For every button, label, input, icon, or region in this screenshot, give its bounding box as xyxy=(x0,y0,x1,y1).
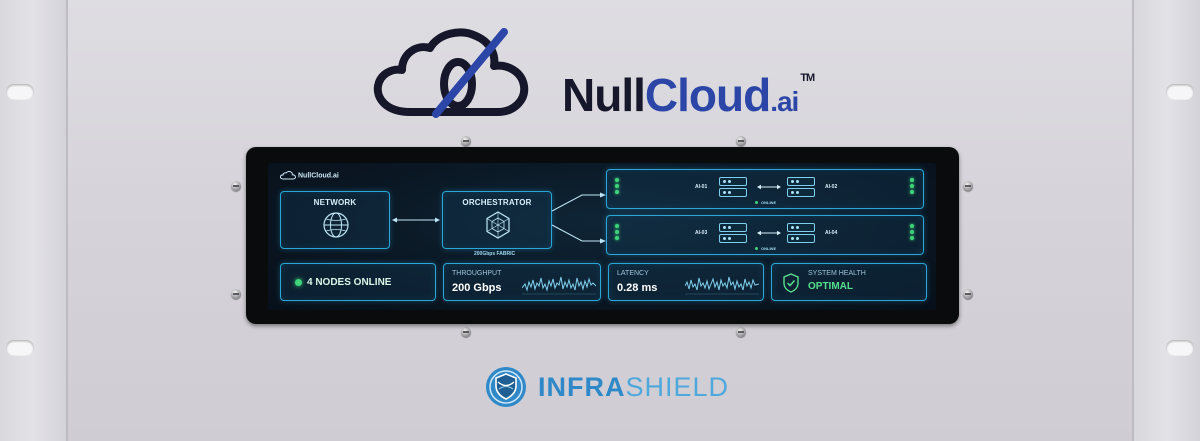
rack-panel-2[interactable]: AI-03 AI-04 ONLINE xyxy=(606,215,924,255)
globe-icon xyxy=(323,212,349,238)
rack-panel-1[interactable]: AI-01 AI-02 ONLINE xyxy=(606,169,924,209)
node-label: AI-02 xyxy=(825,184,838,190)
screw xyxy=(461,327,471,337)
network-panel[interactable]: NETWORK xyxy=(280,191,390,249)
shield-check-icon xyxy=(783,273,799,293)
node-label: AI-04 xyxy=(825,230,838,236)
screw xyxy=(963,181,973,191)
latency-value: 0.28 ms xyxy=(617,282,658,294)
infrashield-part1: INFRA xyxy=(538,372,626,402)
screw xyxy=(963,289,973,299)
latency-sparkline xyxy=(685,276,759,295)
server-icon xyxy=(787,177,815,186)
node-label: AI-03 xyxy=(695,230,708,236)
latency-title: LATENCY xyxy=(617,270,649,277)
server-icon xyxy=(719,177,747,186)
server-icon xyxy=(719,234,747,243)
brand-name-blue: Cloud xyxy=(644,69,771,121)
screw xyxy=(231,289,241,299)
rack-ear-right xyxy=(1132,0,1200,441)
server-icon xyxy=(787,188,815,197)
infrashield-emblem-icon xyxy=(486,367,526,407)
status-leds xyxy=(615,224,619,242)
trademark: TM xyxy=(800,72,815,84)
cloud-null-icon xyxy=(373,28,529,118)
link-arrow-icon xyxy=(392,217,440,223)
brand-name-dark: Null xyxy=(562,69,646,121)
mini-logo-text: NullCloud.ai xyxy=(298,172,339,180)
hexagon-network-icon xyxy=(486,211,510,239)
infrashield-wordmark: INFRASHIELD xyxy=(538,372,729,403)
orchestrator-title: ORCHESTRATOR xyxy=(462,198,532,207)
nodes-online-panel[interactable]: 4 NODES ONLINE xyxy=(280,263,436,301)
brand-suffix: .ai xyxy=(770,86,799,117)
orchestrator-panel[interactable]: ORCHESTRATOR xyxy=(442,191,552,249)
nullcloud-logo: NullCloud.aiTM xyxy=(372,28,872,122)
system-health-panel[interactable]: SYSTEM HEALTH OPTIMAL xyxy=(771,263,927,301)
screw xyxy=(231,181,241,191)
screw xyxy=(736,136,746,146)
link-arrow-icon xyxy=(757,184,781,190)
server-icon xyxy=(787,234,815,243)
infrashield-part2: SHIELD xyxy=(625,372,730,402)
online-status: ONLINE xyxy=(755,200,776,205)
fabric-connector xyxy=(552,192,606,244)
health-title: SYSTEM HEALTH xyxy=(808,270,866,277)
node-label: AI-01 xyxy=(695,184,708,190)
throughput-title: THROUGHPUT xyxy=(452,270,502,277)
mini-logo: NullCloud.ai xyxy=(280,171,339,180)
dashboard-screen: NullCloud.ai NETWORK ORCHESTRATOR xyxy=(268,163,936,310)
mount-slot xyxy=(6,84,34,100)
status-dot-icon xyxy=(295,279,302,286)
link-arrow-icon xyxy=(757,230,781,236)
mount-slot xyxy=(1166,340,1194,356)
online-status: ONLINE xyxy=(755,246,776,251)
mount-slot xyxy=(6,340,34,356)
status-leds xyxy=(910,178,914,196)
screw xyxy=(736,327,746,337)
fabric-label: 200Gbps FABRIC xyxy=(474,251,516,257)
mount-slot xyxy=(1166,84,1194,100)
throughput-panel[interactable]: THROUGHPUT 200 Gbps xyxy=(443,263,601,301)
display-bezel: NullCloud.ai NETWORK ORCHESTRATOR xyxy=(246,147,959,324)
throughput-value: 200 Gbps xyxy=(452,282,502,294)
rack-ear-left xyxy=(0,0,68,441)
mini-cloud-icon xyxy=(280,171,296,180)
status-leds xyxy=(910,224,914,242)
health-value: OPTIMAL xyxy=(808,281,853,292)
status-leds xyxy=(615,178,619,196)
latency-panel[interactable]: LATENCY 0.28 ms xyxy=(608,263,764,301)
screw xyxy=(461,136,471,146)
server-icon xyxy=(719,188,747,197)
server-icon xyxy=(787,223,815,232)
throughput-sparkline xyxy=(522,276,596,295)
server-icon xyxy=(719,223,747,232)
infrashield-logo: INFRASHIELD xyxy=(484,363,744,409)
brand-wordmark: NullCloud.aiTM xyxy=(562,68,815,122)
nodes-online-label: 4 NODES ONLINE xyxy=(307,277,392,288)
network-title: NETWORK xyxy=(313,198,357,207)
